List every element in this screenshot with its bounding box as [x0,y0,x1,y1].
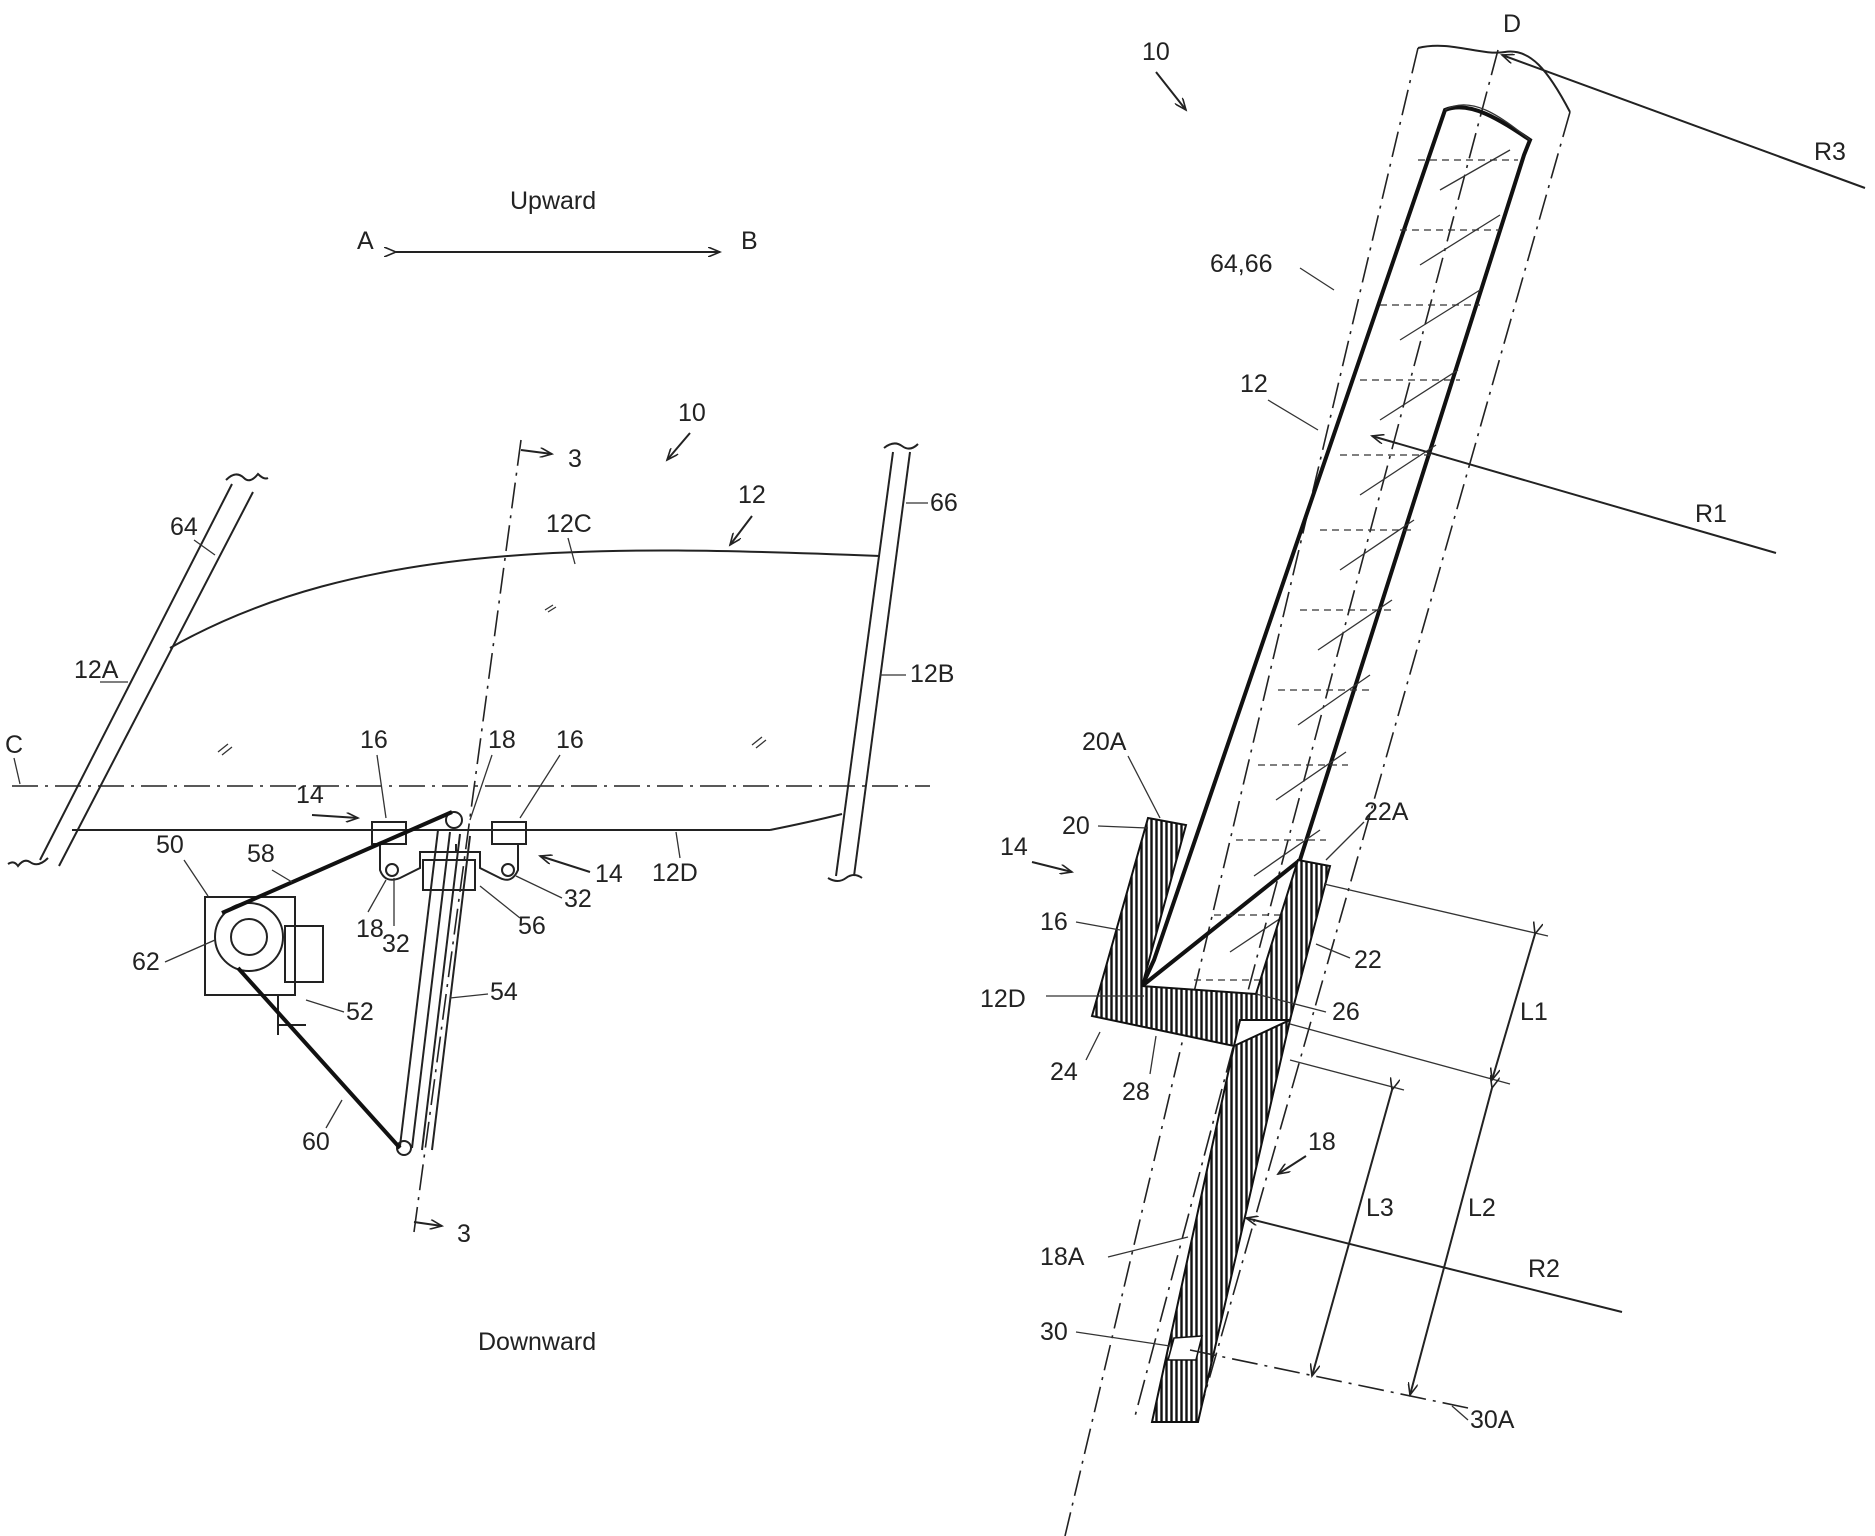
cable-60 [238,968,400,1148]
glass-pane [72,551,880,830]
label-32-right: 32 [564,885,592,913]
carrier-section-14 [1092,818,1330,1422]
label-12d-right: 12D [980,985,1026,1013]
rail-outline-64-66 [1065,46,1570,1536]
label-12b: 12B [910,660,954,688]
label-12-left: 12 [738,481,766,509]
label-28: 28 [1122,1078,1150,1106]
left-figure: Upward A B Downward 3 3 C [5,187,958,1356]
label-r1: R1 [1695,500,1727,528]
label-58: 58 [247,840,275,868]
label-16-right-fig: 16 [1040,908,1068,936]
label-14-right: 14 [595,860,623,888]
direction-a-label: A [357,227,374,255]
downward-label: Downward [478,1328,596,1356]
label-r3: R3 [1814,138,1846,166]
hole-30 [1168,1336,1202,1360]
label-24: 24 [1050,1058,1078,1086]
bracket-18-section [1152,1020,1290,1422]
label-66: 66 [930,489,958,517]
label-d: D [1503,10,1521,38]
label-l2: L2 [1468,1194,1496,1222]
label-64-66: 64,66 [1210,250,1273,278]
label-10-right: 10 [1142,38,1170,66]
ray-r3 [1502,55,1865,188]
holder-16-right [492,822,526,844]
label-14-left: 14 [296,781,324,809]
label-22: 22 [1354,946,1382,974]
ray-r2 [1246,1218,1622,1312]
label-18-bottom: 18 [356,915,384,943]
label-12c: 12C [546,510,592,538]
dim-l2 [1410,1088,1492,1395]
glass-section-12 [1142,105,1530,986]
label-50: 50 [156,831,184,859]
label-l1: L1 [1520,998,1548,1026]
label-60: 60 [302,1128,330,1156]
label-26: 26 [1332,998,1360,1026]
label-12a: 12A [74,656,119,684]
label-20: 20 [1062,812,1090,840]
label-16-left: 16 [360,726,388,754]
label-32-left: 32 [382,930,410,958]
label-22a: 22A [1364,798,1409,826]
guide-rail-54 [397,830,470,1155]
label-r2: R2 [1528,1255,1560,1283]
label-12-right: 12 [1240,370,1268,398]
label-12d-left: 12D [652,859,698,887]
label-64: 64 [170,513,198,541]
label-20a: 20A [1082,728,1127,756]
label-16-right: 16 [556,726,584,754]
mount-52 [278,995,306,1025]
label-14-right-fig: 14 [1000,833,1028,861]
pin-32-left [386,864,398,876]
front-rail-64: 64 [8,474,268,866]
label-52: 52 [346,998,374,1026]
section-label-bottom: 3 [457,1220,471,1248]
label-30a: 30A [1470,1406,1515,1434]
axis-c: C [5,731,930,786]
label-18-right-fig: 18 [1308,1128,1336,1156]
ray-r1 [1372,436,1776,553]
label-56: 56 [518,912,546,940]
label-54: 54 [490,978,518,1006]
direction-b-label: B [741,227,758,255]
carrier-assembly [372,812,526,890]
upward-label: Upward [510,187,596,215]
pin-32-right [502,864,514,876]
label-18a: 18A [1040,1243,1085,1271]
right-figure: 10 D R3 64,66 [980,10,1865,1536]
label-30: 30 [1040,1318,1068,1346]
label-l3: L3 [1366,1194,1394,1222]
label-62: 62 [132,948,160,976]
motor-unit-50 [205,897,323,1035]
drum-62-inner [231,919,267,955]
section-label-top: 3 [568,445,582,473]
label-18-top: 18 [488,726,516,754]
direction-indicator: Upward A B [357,187,758,255]
label-10-left: 10 [678,399,706,427]
axis-c-label: C [5,731,23,759]
